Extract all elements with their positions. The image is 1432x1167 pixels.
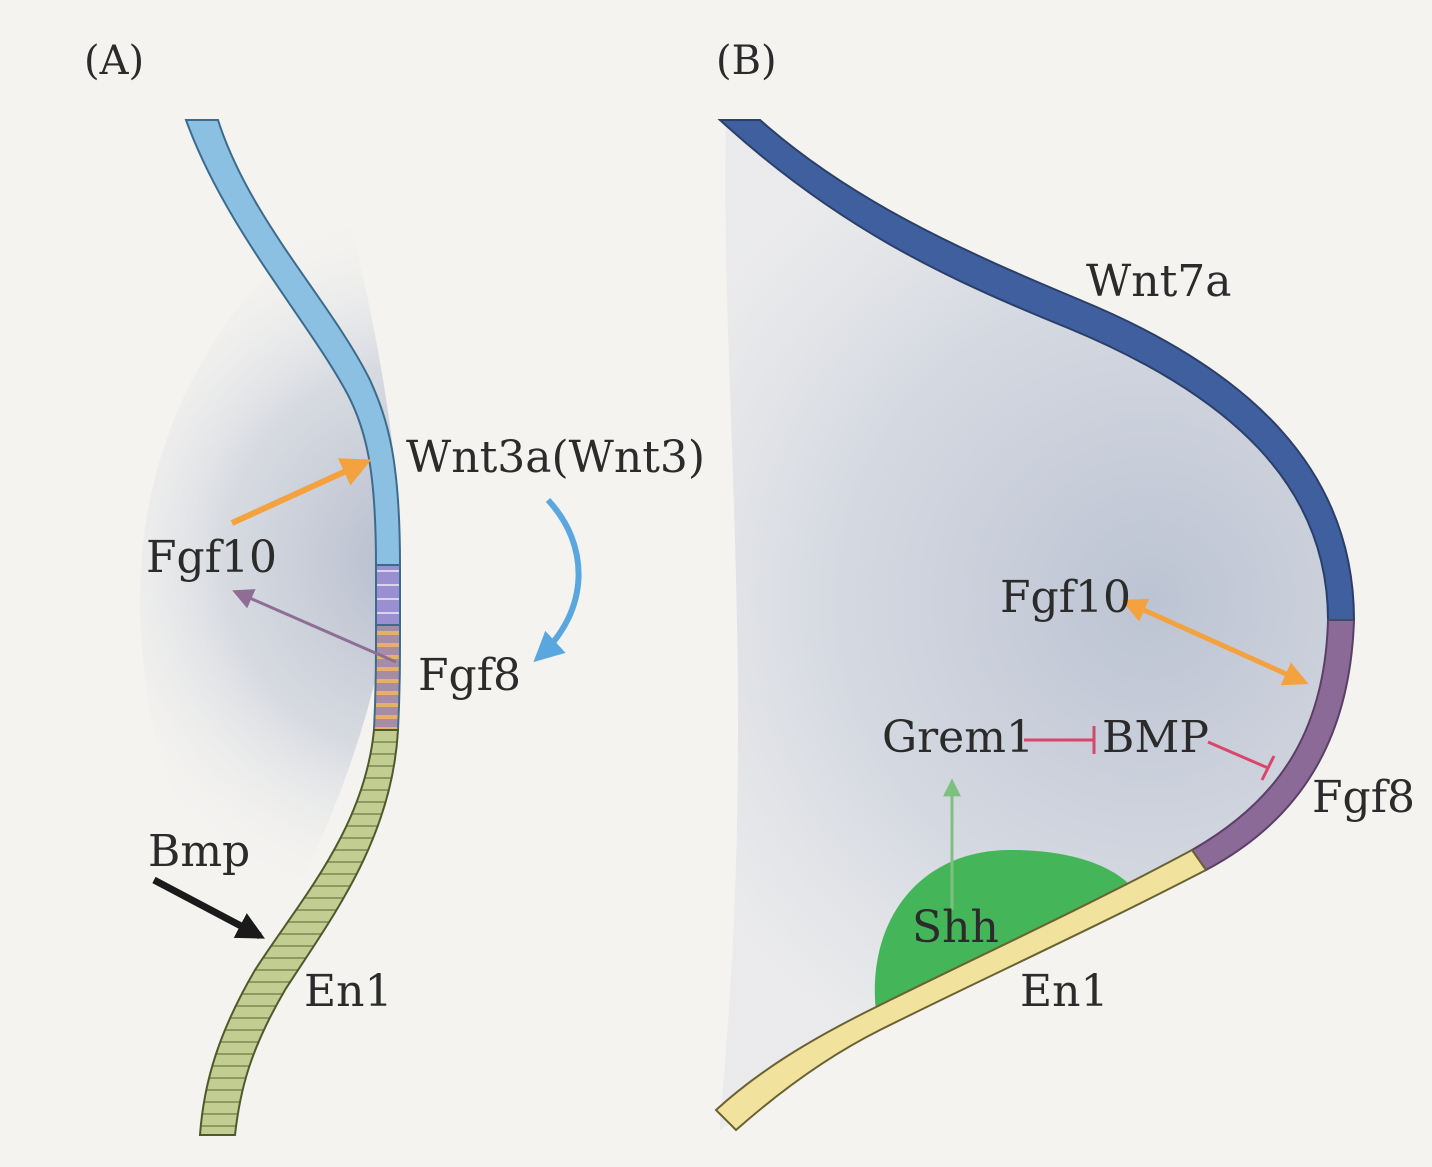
panel-b-grem1-label: Grem1 [882,712,1034,763]
panel-b-bmp-inhibits-fgf8 [1207,740,1276,781]
panel-b: (B) Wnt7a Fgf10 Grem1 BMP Fgf8 Shh En1 [714,38,1415,1132]
panel-a-wnt-to-fgf8-loop-arrow [533,497,582,663]
panel-a-bmp-label: Bmp [148,826,250,877]
panel-a-en1-label: En1 [304,966,392,1017]
panel-b-fgf8-label: Fgf8 [1312,772,1415,823]
panel-a-fgf10-to-wnt3a-arrow [230,458,372,526]
panel-a-fgf8-to-fgf10-arrow [232,589,397,664]
panel-b-shh-zone [874,850,1130,1012]
panel-a-fgf8-label: Fgf8 [418,650,521,701]
panel-a-ectoderm-band [184,119,402,1136]
panel-b-grem1-inhibits-bmp [1024,726,1096,754]
panel-b-fgf10-label: Fgf10 [1000,572,1131,623]
panel-a-mesenchyme-shading [140,200,399,940]
panel-a: (A) Wnt3a(Wnt3) Fgf10 Fgf8 Bmp En1 [84,38,705,1136]
panel-a-wnt3a-label: Wnt3a(Wnt3) [406,432,705,483]
panel-a-fgf10-label: Fgf10 [146,532,277,583]
panel-a-fgf8-distal-stripes [375,564,401,626]
panel-b-bmp-label: BMP [1102,712,1209,763]
panel-a-bmp-arrow [152,876,265,940]
panel-b-label: (B) [716,38,777,84]
panel-b-shh-label: Shh [912,902,999,953]
panel-b-ectoderm-band [714,119,1356,1132]
panel-a-label: (A) [84,38,144,84]
panel-b-en1-domain [714,848,1208,1132]
panel-a-en1-domain [198,729,400,1136]
panel-a-fgf8-domain [372,624,402,731]
panel-b-fgf10-fgf8-double-arrow [1121,598,1309,686]
panel-b-en1-label: En1 [1020,966,1108,1017]
panel-b-wnt7a-label: Wnt7a [1086,256,1231,307]
